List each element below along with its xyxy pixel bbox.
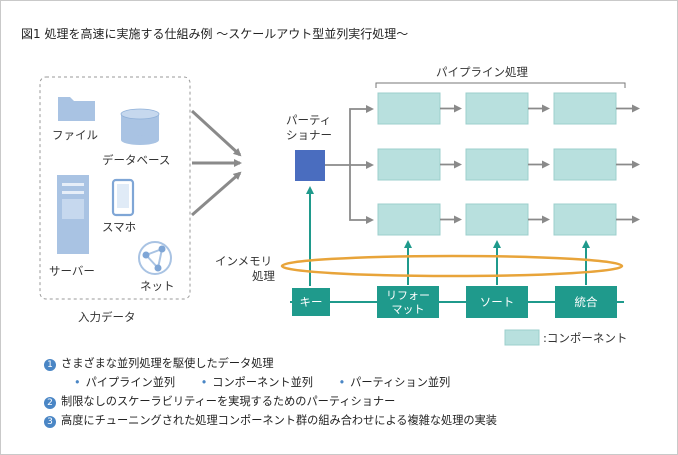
note-1-bullet: • コンポーネント並列 (201, 376, 313, 389)
note-1: 1 さまざまな並列処理を駆使したデータ処理 (44, 354, 497, 373)
pipeline-component (465, 203, 529, 236)
component-grid (377, 92, 640, 285)
pipeline-component (377, 92, 441, 125)
diagram: ファイル データベース サーバー スマホ ネット 入力データ パーティ ショナー (39, 65, 640, 346)
input-arrow-bottom (191, 171, 242, 217)
note-2-number: 2 (44, 397, 56, 409)
component-key: キー (292, 288, 330, 316)
note-2-text: 制限なしのスケーラビリティーを実現するためのパーティショナー (61, 395, 396, 408)
component-reformat-label-line2: マット (392, 303, 425, 316)
pipeline-component (377, 148, 441, 181)
database-icon (120, 108, 160, 145)
input-data-box (39, 76, 191, 300)
input-smartphone-label: スマホ (102, 220, 136, 234)
partitioner-box (295, 150, 325, 181)
partitioner-label-line2: ショナー (286, 128, 332, 142)
pipeline-component (553, 148, 617, 181)
server-icon (57, 175, 89, 254)
note-1-bullets: • パイプライン並列 • コンポーネント並列 • パーティション並列 (74, 373, 497, 392)
pipeline-component (377, 203, 441, 236)
inmemory-label-line2: 処理 (252, 269, 275, 283)
folder-icon (58, 97, 95, 121)
partitioner-label-line1: パーティ (286, 113, 331, 127)
note-1-bullet: • パイプライン並列 (74, 376, 175, 389)
note-2: 2 制限なしのスケーラビリティーを実現するためのパーティショナー (44, 392, 497, 411)
component-key-label: キー (300, 295, 323, 309)
pipeline-component (553, 203, 617, 236)
pipeline-component (553, 92, 617, 125)
notes: 1 さまざまな並列処理を駆使したデータ処理 • パイプライン並列 • コンポーネント並… (44, 354, 497, 430)
network-icon (138, 241, 172, 275)
smartphone-icon (111, 178, 135, 217)
component-merge-label: 統合 (575, 295, 598, 309)
legend-swatch (504, 329, 540, 346)
pipeline-bracket (375, 82, 626, 88)
component-sort: ソート (466, 286, 528, 318)
input-file-label: ファイル (52, 128, 98, 142)
note-1-bullet: • パーティション並列 (339, 376, 451, 389)
legend-label: :コンポーネント (543, 331, 627, 345)
component-reformat-label-line1: リフォー (386, 289, 430, 302)
input-arrow-top (190, 109, 242, 157)
fanout-top (349, 105, 374, 165)
note-1-bullet-text: コンポーネント並列 (212, 376, 313, 389)
note-1-text: さまざまな並列処理を駆使したデータ処理 (61, 357, 274, 370)
note-3: 3 高度にチューニングされた処理コンポーネント群の組み合わせによる複雑な処理の実装 (44, 411, 497, 430)
note-1-bullet-text: パーティション並列 (350, 376, 451, 389)
note-1-bullet-text: パイプライン並列 (85, 376, 176, 389)
inmemory-ellipse (280, 254, 624, 278)
bullet-dot-icon: • (200, 376, 208, 389)
component-reformat: リフォー マット (377, 286, 439, 318)
bullet-dot-icon: • (74, 376, 81, 389)
pipeline-label: パイプライン処理 (436, 65, 528, 79)
note-3-number: 3 (44, 416, 56, 428)
pipeline-component (465, 148, 529, 181)
figure-title: 図1 処理を高速に実施する仕組み例 〜スケールアウト型並列実行処理〜 (21, 27, 409, 41)
pipeline-component (465, 92, 529, 125)
component-merge: 統合 (555, 286, 617, 318)
input-network-label: ネット (140, 279, 175, 293)
inmemory-label-line1: インメモリ (215, 254, 272, 268)
bullet-dot-icon: • (338, 376, 346, 389)
fanout-bottom (349, 165, 374, 224)
input-server-label: サーバー (49, 264, 95, 278)
note-3-text: 高度にチューニングされた処理コンポーネント群の組み合わせによる複雑な処理の実装 (61, 414, 497, 427)
component-sort-label: ソート (480, 295, 515, 309)
note-1-number: 1 (44, 359, 56, 371)
input-data-caption: 入力データ (78, 310, 136, 324)
input-database-label: データベース (102, 153, 170, 167)
